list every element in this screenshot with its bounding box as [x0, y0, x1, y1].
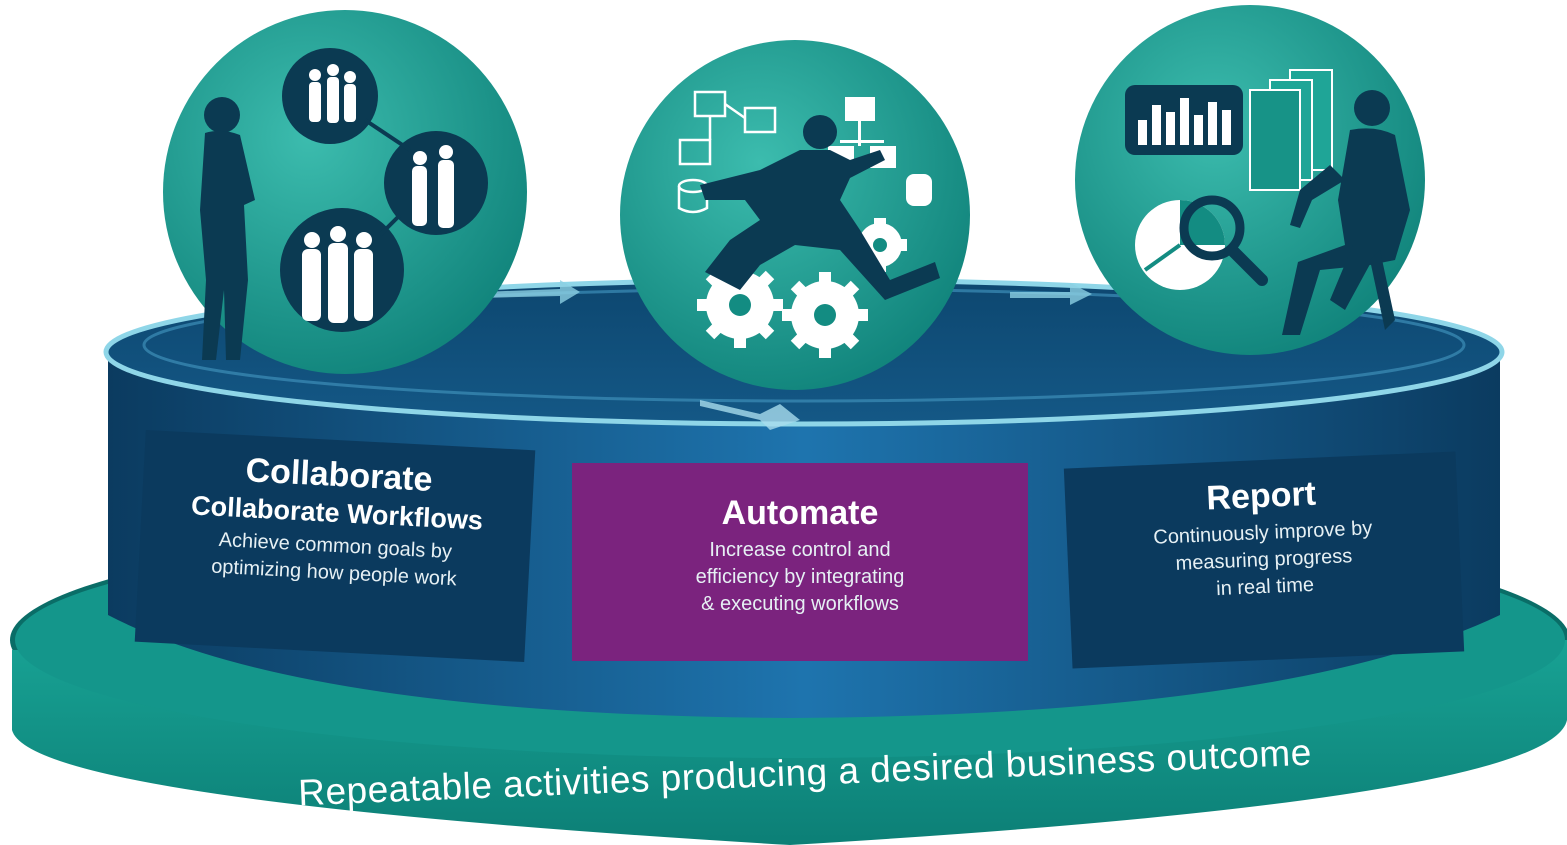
- automate-description-line: efficiency by integrating: [695, 566, 905, 588]
- reporting-charts-icon: [1075, 5, 1425, 355]
- report-panel: Report Continuously improve by measuring…: [1064, 454, 1464, 669]
- report-title: Report: [1205, 474, 1317, 518]
- automate-title: Automate: [721, 494, 879, 532]
- automate-panel-bg: [572, 463, 1028, 661]
- workflow-gears-runner-icon: [620, 40, 970, 390]
- automate-description-line: Increase control and: [709, 539, 891, 561]
- collaborate-panel: Collaborate Collaborate Workflows Achiev…: [135, 445, 535, 660]
- flow-arrow-icon: [480, 280, 580, 304]
- automate-description-line: & executing workflows: [701, 593, 899, 615]
- report-description-line: in real time: [1215, 573, 1315, 601]
- flow-arrow-icon: [1010, 283, 1092, 305]
- report-panel-bg: [1063, 451, 1465, 669]
- flow-arrow-icon: [700, 400, 800, 430]
- collaborate-panel-bg: [134, 429, 536, 663]
- automate-panel: Automate Increase control and efficiency…: [572, 463, 1028, 661]
- business-people-network-icon: [163, 10, 527, 374]
- collaborate-title: Collaborate: [244, 451, 434, 499]
